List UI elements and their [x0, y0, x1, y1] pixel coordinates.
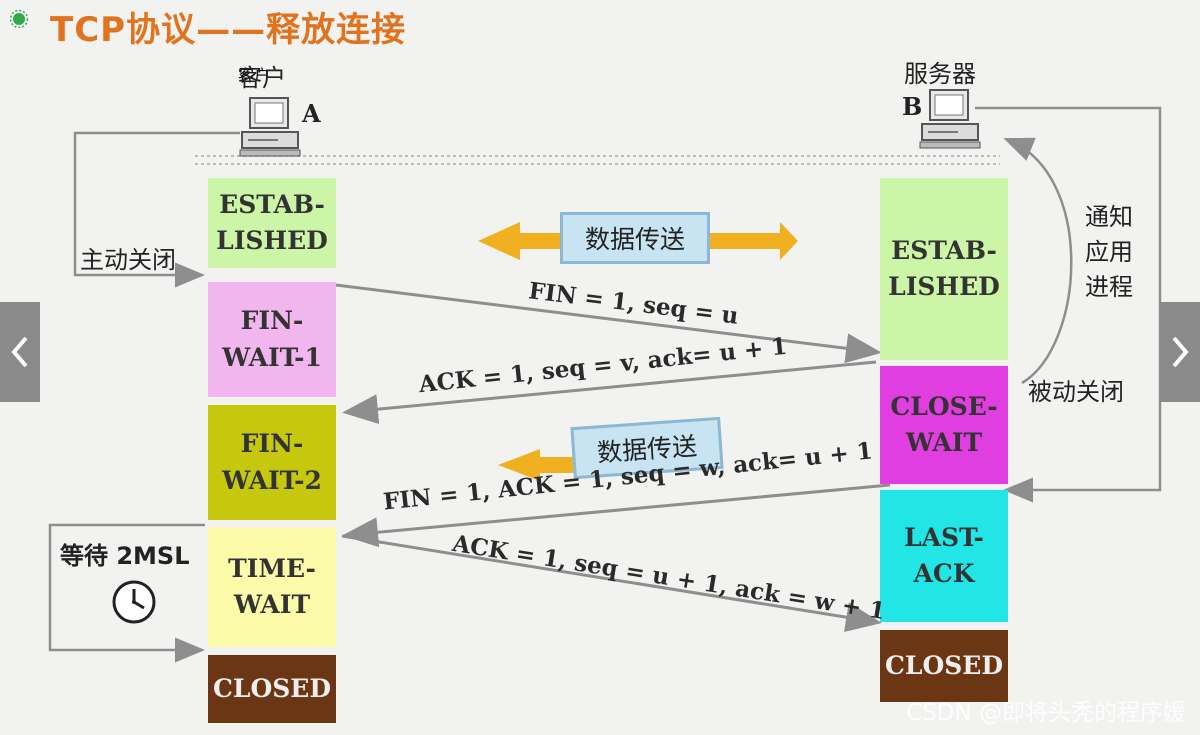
fin1-line — [335, 283, 882, 364]
client-computer-icon — [239, 97, 301, 157]
server-notify-line — [975, 106, 1162, 503]
server-computer-icon — [919, 89, 981, 149]
server-letter: B — [902, 92, 923, 121]
client-state-established: ESTAB- LISHED — [208, 178, 336, 268]
client-state-closed: CLOSED — [208, 655, 336, 723]
server-state-established: ESTAB- LISHED — [880, 178, 1008, 360]
title-bullet-icon — [10, 10, 28, 28]
server-label: 服务器 — [904, 60, 976, 88]
active-close-line — [73, 131, 240, 288]
next-slide-button[interactable] — [1160, 302, 1200, 402]
wait-2msl-line — [48, 523, 205, 663]
notify-app-curve — [1003, 137, 1073, 385]
ack2-line — [341, 534, 882, 633]
client-state-time-wait: TIME- WAIT — [208, 527, 336, 647]
client-state-fin-wait-2: FIN- WAIT-2 — [208, 405, 336, 520]
server-state-close-wait: CLOSE- WAIT — [880, 366, 1008, 484]
server-state-last-ack: LAST- ACK — [880, 490, 1008, 622]
notify-app-label: 通知 应用 进程 — [1085, 203, 1133, 301]
page-title: TCP协议——释放连接 — [50, 10, 407, 50]
server-state-closed: CLOSED — [880, 630, 1008, 702]
client-label: 客户 — [238, 66, 271, 85]
data-transfer-left-arrow — [498, 449, 580, 481]
chevron-right-icon — [1172, 336, 1189, 368]
ack1-line — [342, 360, 877, 425]
chevron-left-icon — [11, 336, 28, 368]
watermark-text: CSDN @即将头秃的程序媛 — [906, 700, 1186, 726]
client-letter: A — [302, 99, 321, 128]
client-label-text: 客户 — [238, 64, 286, 92]
data-transfer-tag-top: 数据传送 — [560, 212, 710, 264]
passive-close-label: 被动关闭 — [1028, 378, 1124, 406]
fin2-line — [342, 483, 891, 548]
wait-2msl-label: 等待 2MSL — [60, 542, 190, 570]
active-close-label: 主动关闭 — [80, 246, 176, 274]
client-state-fin-wait-1: FIN- WAIT-1 — [208, 282, 336, 397]
clock-icon — [112, 580, 156, 624]
prev-slide-button[interactable] — [0, 302, 40, 402]
